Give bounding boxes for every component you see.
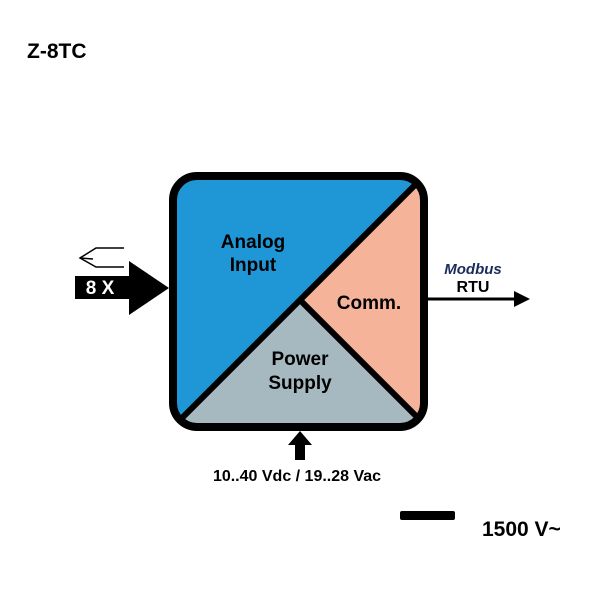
power-supply-label-line1: Power	[271, 349, 329, 370]
power-input-label: 10..40 Vdc / 19..28 Vac	[213, 468, 381, 485]
comm-label: Comm.	[337, 293, 401, 314]
input-arrow	[75, 261, 169, 315]
power-supply-section	[173, 300, 424, 427]
power-supply-label-line2: Supply	[268, 373, 332, 394]
input-count-label: 8 X	[86, 278, 115, 299]
modbus-logo: Modbus	[444, 261, 502, 278]
device-title: Z-8TC	[27, 40, 87, 63]
power-input-arrow	[288, 431, 312, 460]
divider-comm-power	[297, 297, 424, 425]
output-arrow	[428, 291, 530, 307]
output-protocol-label: RTU	[457, 279, 490, 296]
analog-input-label-line2: Input	[230, 255, 277, 276]
isolation-label: 1500 V~	[482, 518, 561, 541]
comm-section	[300, 176, 424, 427]
analog-input-label-line1: Analog	[221, 232, 285, 253]
thermocouple-icon	[78, 247, 124, 268]
module-box	[169, 172, 428, 431]
isolation-bar	[400, 511, 455, 520]
module-outline	[169, 172, 428, 431]
